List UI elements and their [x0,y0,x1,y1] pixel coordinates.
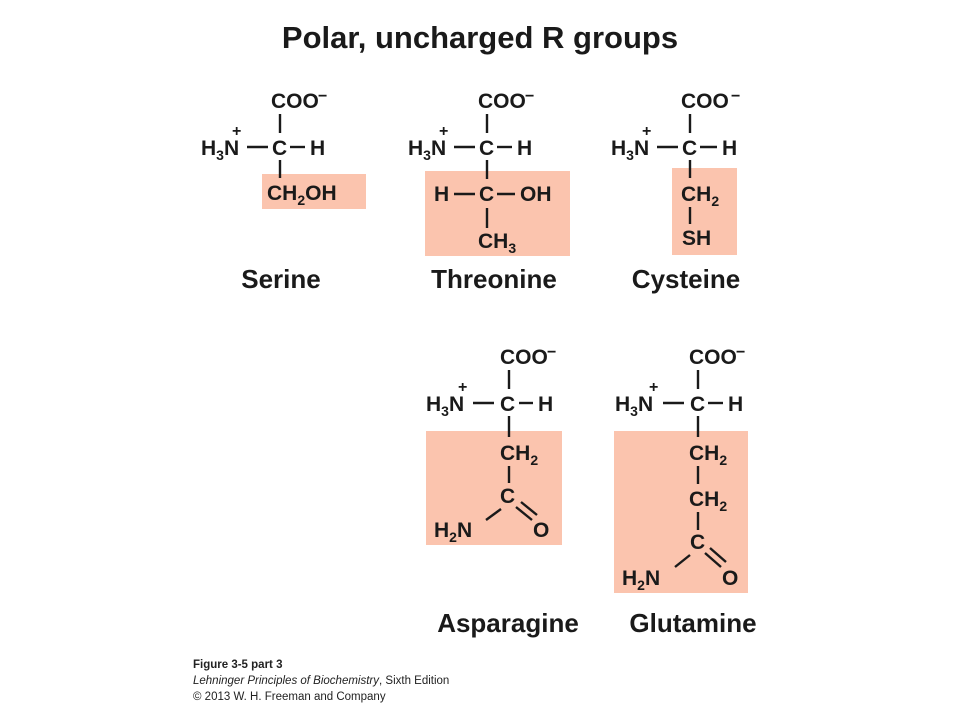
alpha-carbon: C [500,393,515,416]
book-title: Lehninger Principles of Biochemistry [193,675,380,687]
amide-oxygen: O [533,519,549,542]
carboxylate-group: COO [271,90,319,113]
negative-charge: − [736,344,745,361]
side-chain-sh: SH [682,227,711,250]
amide-oxygen: O [722,567,738,590]
amino-group: H3N [426,393,464,419]
serine-side-chain-highlight [262,174,366,209]
asparagine-structure: COO − H3N + C H CH2 C H2N O Asparagine [426,344,579,638]
side-chain-h: H [434,183,449,206]
alpha-carbon: C [682,137,697,160]
amide-nh2: H2N [622,567,660,593]
glutamine-side-chain-highlight [614,431,748,593]
threonine-side-chain-highlight [425,171,570,256]
carboxylate-group: COO [689,346,737,369]
negative-charge: − [547,344,556,361]
alpha-hydrogen: H [722,137,737,160]
slide-title: Polar, uncharged R groups [281,20,679,55]
amino-group: H3N [611,137,649,163]
positive-charge: + [642,123,651,140]
cysteine-side-chain-highlight [672,168,737,255]
figure-caption: Figure 3-5 part 3 Lehninger Principles o… [193,657,449,705]
alpha-hydrogen: H [310,137,325,160]
serine-structure: COO − H3N + C H CH2OH Serine [201,88,366,294]
amino-acid-name-serine: Serine [241,264,321,294]
side-chain-oh: OH [520,183,552,206]
threonine-structure: COO − H3N + C H H C OH CH3 Threonine [408,88,570,294]
negative-charge: − [525,88,534,105]
positive-charge: + [649,379,658,396]
amide-carbon: C [690,531,705,554]
negative-charge: − [318,88,327,105]
cysteine-structure: COO − H3N + C H CH2 SH Cysteine [611,88,740,294]
amino-acid-name-glutamine: Glutamine [629,608,756,638]
figure-number: Figure 3-5 part 3 [193,659,283,671]
amino-group: H3N [408,137,446,163]
carboxylate-group: COO [478,90,526,113]
carboxylate-group: COO [681,90,729,113]
carboxylate-group: COO [500,346,548,369]
book-edition: , Sixth Edition [379,675,450,687]
alpha-carbon: C [272,137,287,160]
asparagine-side-chain-highlight [426,431,562,545]
amide-nh2: H2N [434,519,472,545]
negative-charge: − [731,88,740,105]
alpha-hydrogen: H [517,137,532,160]
positive-charge: + [232,123,241,140]
alpha-hydrogen: H [538,393,553,416]
amino-group: H3N [201,137,239,163]
positive-charge: + [439,123,448,140]
alpha-carbon: C [690,393,705,416]
positive-charge: + [458,379,467,396]
amino-acid-name-asparagine: Asparagine [437,608,579,638]
glutamine-structure: COO − H3N + C H CH2 CH2 C H2N O Glutamin… [614,344,757,638]
alpha-carbon: C [479,137,494,160]
amino-group: H3N [615,393,653,419]
amino-acid-name-threonine: Threonine [431,264,557,294]
side-chain-ch2: CH2 [500,442,538,468]
side-chain-beta-carbon: C [479,183,494,206]
book-reference: Lehninger Principles of Biochemistry, Si… [193,673,449,689]
alpha-hydrogen: H [728,393,743,416]
copyright-notice: © 2013 W. H. Freeman and Company [193,691,386,703]
amino-acid-name-cysteine: Cysteine [632,264,740,294]
amide-carbon: C [500,485,515,508]
